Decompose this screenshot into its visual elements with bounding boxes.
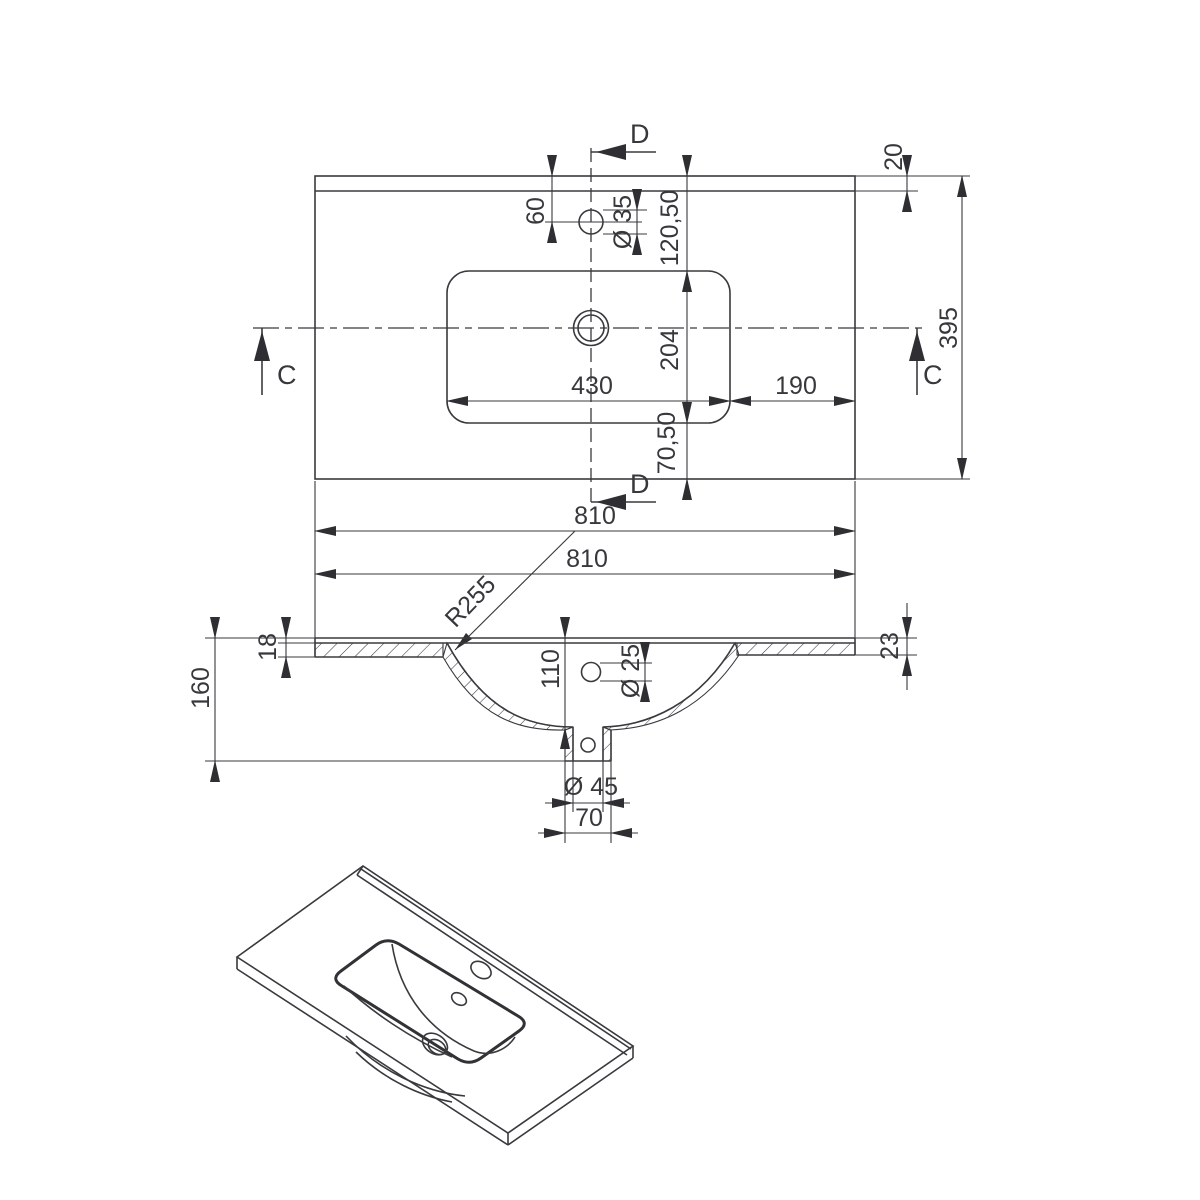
- iso-back-ledge-line2: [356, 874, 628, 1056]
- dim-basin-from-front: 70,50: [653, 412, 681, 475]
- iso-under-bulge-1: [345, 1035, 466, 1097]
- dim-bowl-depth: 110: [537, 649, 565, 689]
- section-marker-d-top: D: [591, 119, 656, 160]
- iso-slab-bottom-right: [507, 1057, 634, 1146]
- dim-drain-dia: Ø 45: [564, 773, 618, 801]
- drain-outlet: [564, 726, 612, 762]
- iso-under-bulge-2: [355, 1051, 453, 1103]
- dim-bowl-radius: R255: [440, 570, 502, 632]
- section-marker-c-left: C: [254, 328, 297, 395]
- section-label-d-bottom: D: [630, 469, 650, 499]
- section-marker-d-bottom: D: [591, 469, 656, 510]
- dim-edge-thickness-right: 23: [876, 632, 904, 660]
- dim-width-total-top: 810: [574, 502, 616, 530]
- section-label-c-left: C: [277, 360, 297, 390]
- iso-faucet-hole: [470, 960, 492, 980]
- dim-basin-width: 430: [571, 372, 613, 400]
- dim-depth-total: 395: [935, 307, 963, 349]
- right-slab-hatch: [736, 642, 856, 656]
- section-view: 810 R255: [187, 530, 917, 843]
- iso-slab-top: [235, 865, 635, 1134]
- iso-bowl-back-curve: [391, 943, 516, 1055]
- isometric-view: [235, 865, 635, 1146]
- dim-faucet-from-back: 60: [522, 197, 550, 225]
- left-slab-hatch: [314, 642, 444, 658]
- section-marker-c-right: C: [909, 328, 943, 395]
- dim-edge-thickness-left: 18: [254, 633, 282, 661]
- bowl-inner-left: [446, 642, 574, 728]
- dim-back-edge: 20: [880, 143, 908, 171]
- dim-basin-to-right-edge: 190: [775, 372, 817, 400]
- dim-basin-from-back: 120,50: [656, 190, 684, 266]
- iso-overflow-hole: [450, 991, 468, 1007]
- iso-bowl-front-lip: [343, 985, 453, 1058]
- radius-leader: [454, 530, 576, 651]
- dim-faucet-hole-dia: Ø 35: [609, 195, 637, 249]
- overflow-hole: [580, 661, 602, 683]
- section-label-c-right: C: [923, 360, 943, 390]
- bowl-inner-right: [602, 642, 736, 728]
- section-label-d-top: D: [630, 119, 650, 149]
- dim-overflow-dia: Ø 25: [617, 644, 645, 698]
- iso-drain-hole-outer: [421, 1032, 449, 1056]
- iso-basin-opening: [334, 939, 526, 1064]
- iso-slab-bottom-front: [236, 968, 509, 1146]
- top-view: 60 Ø 35 120,50 204 70,50 430 190 20: [253, 119, 970, 638]
- drain-screw-hole: [580, 737, 596, 753]
- dim-width-total-section: 810: [566, 545, 608, 573]
- dim-drain-flange-width: 70: [575, 804, 603, 832]
- dim-total-height: 160: [187, 667, 215, 709]
- basin-cutout: [446, 270, 731, 424]
- iso-back-ledge-line1: [360, 868, 632, 1050]
- iso-drain-hole-inner: [427, 1038, 447, 1056]
- dim-basin-depth: 204: [656, 329, 684, 371]
